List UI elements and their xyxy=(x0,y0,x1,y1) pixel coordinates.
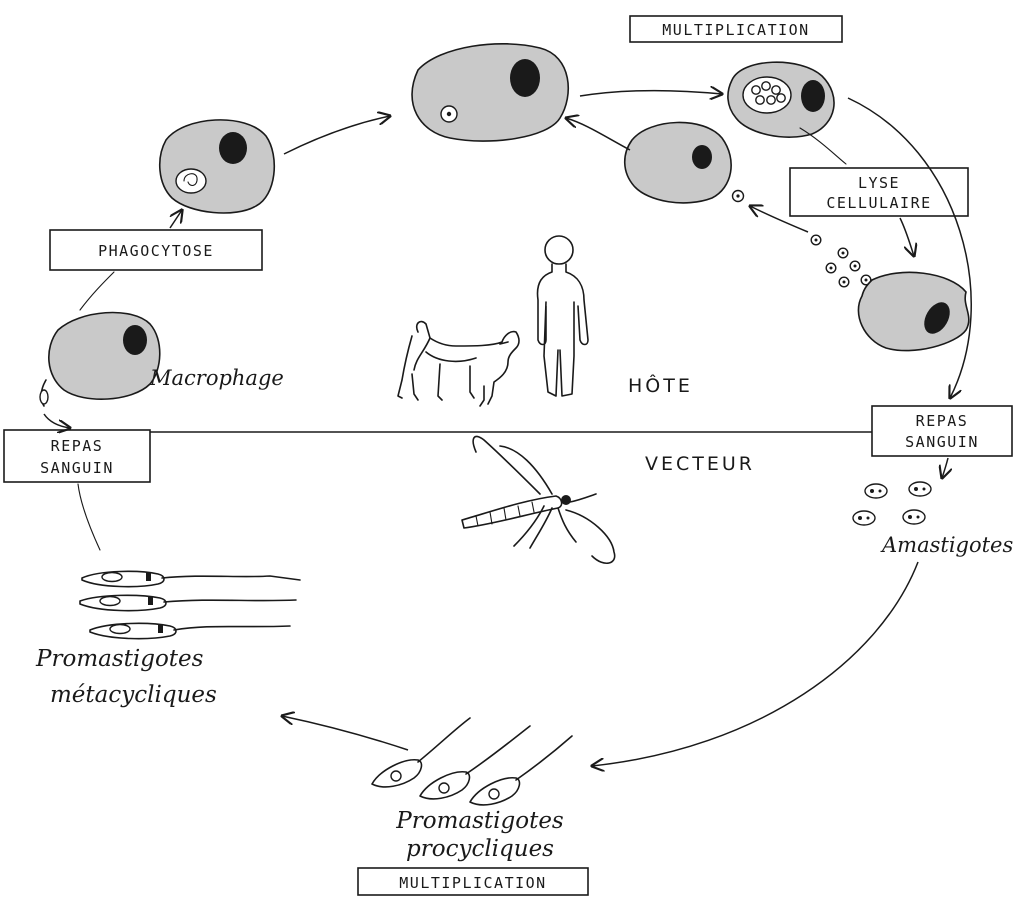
metacyclic-promastigotes-icon xyxy=(80,571,300,638)
amastigotes-group xyxy=(853,482,931,525)
lyse-label-line1: LYSE xyxy=(858,174,900,192)
macrophage-cell-phagocytosis xyxy=(160,120,275,213)
promastigotes-proc-line2: procycliques xyxy=(406,836,554,862)
repas-sanguin-box-right: REPAS SANGUIN xyxy=(872,406,1012,456)
lyse-cellulaire-box: LYSE CELLULAIRE xyxy=(790,168,968,216)
lysed-cell xyxy=(858,272,968,350)
vecteur-label: VECTEUR xyxy=(645,453,755,475)
multiplication-top-label: MULTIPLICATION xyxy=(662,21,809,39)
multiplication-bottom-label: MULTIPLICATION xyxy=(399,874,546,892)
repas-sanguin-right-line1: REPAS xyxy=(916,412,969,430)
macrophage-cell-new xyxy=(625,122,731,202)
amastigotes-label: Amastigotes xyxy=(880,533,1013,557)
hote-label: HÔTE xyxy=(628,373,693,397)
sandfly-vector-icon xyxy=(462,436,615,563)
promastigotes-proc-line1: Promastigotes xyxy=(395,808,564,834)
macrophage-cell-left xyxy=(40,313,160,406)
dog-icon xyxy=(398,322,519,406)
procyclic-promastigotes-icon xyxy=(372,718,572,805)
promastigotes-meta-line1: Promastigotes xyxy=(35,646,204,672)
multiplication-top-box: MULTIPLICATION xyxy=(630,16,842,42)
multiplication-bottom-box: MULTIPLICATION xyxy=(358,868,588,895)
promastigotes-meta-line2: métacycliques xyxy=(50,682,217,708)
repas-sanguin-left-line1: REPAS xyxy=(51,437,104,455)
repas-sanguin-box-left: REPAS SANGUIN xyxy=(4,430,150,482)
macrophage-label: Macrophage xyxy=(149,366,284,390)
human-figure-icon xyxy=(538,236,588,396)
phagocytose-box: PHAGOCYTOSE xyxy=(50,230,262,270)
repas-sanguin-left-line2: SANGUIN xyxy=(40,459,114,477)
phagocytose-label: PHAGOCYTOSE xyxy=(98,242,214,260)
lyse-label-line2: CELLULAIRE xyxy=(826,194,931,212)
macrophage-cell-multiplying xyxy=(728,62,834,137)
macrophage-cell-top xyxy=(412,44,568,141)
repas-sanguin-right-line2: SANGUIN xyxy=(905,433,979,451)
